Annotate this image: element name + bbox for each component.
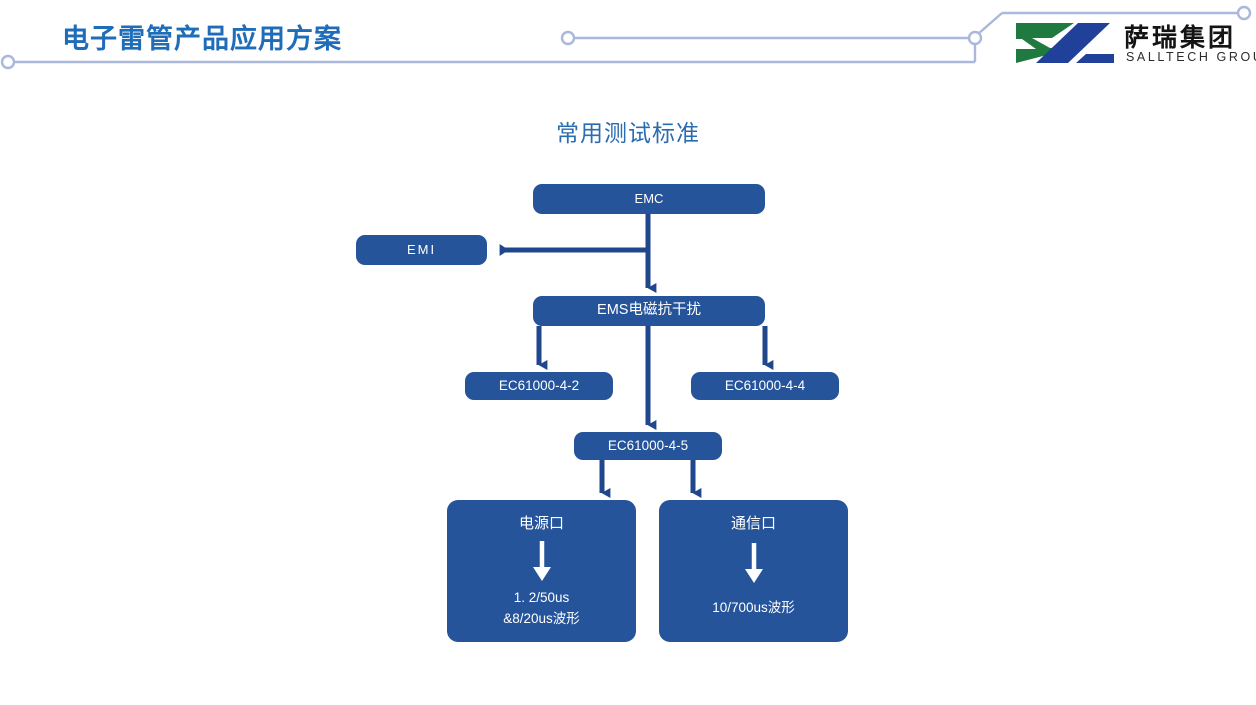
- header-decoration-lines: [0, 5, 1252, 70]
- down-arrow-icon: [659, 542, 848, 584]
- flow-card-comm-port-line1: 10/700us波形: [712, 600, 795, 616]
- company-logo: 萨瑞集团 SALLTECH GROUP: [1012, 17, 1256, 69]
- flow-card-comm-port[interactable]: 通信口 10/700us波形: [659, 500, 848, 642]
- flow-node-ec61000-4-2[interactable]: EC61000-4-2: [465, 372, 613, 400]
- flow-node-ec61000-4-4[interactable]: EC61000-4-4: [691, 372, 839, 400]
- logo-name-cn: 萨瑞集团: [1124, 23, 1237, 52]
- flow-card-comm-port-title: 通信口: [730, 515, 776, 532]
- logo-name-en: SALLTECH GROUP: [1126, 50, 1256, 64]
- section-title: 常用测试标准: [556, 120, 700, 146]
- flow-node-emi[interactable]: EMI: [356, 235, 487, 265]
- flow-node-ec61000-4-4-label: EC61000-4-4: [724, 377, 806, 393]
- flow-node-ec61000-4-5-label: EC61000-4-5: [607, 437, 689, 453]
- flow-node-ec61000-4-2-label: EC61000-4-2: [498, 377, 580, 393]
- flow-node-emc[interactable]: EMC: [533, 184, 765, 214]
- flow-node-emi-label: EMI: [406, 242, 437, 258]
- salltech-logo-icon: [1016, 23, 1114, 63]
- flow-card-power-port-title: 电源口: [518, 515, 564, 532]
- flow-card-power-port[interactable]: 电源口 1. 2/50us &8/20us波形: [447, 500, 636, 642]
- flow-node-ec61000-4-5[interactable]: EC61000-4-5: [574, 432, 722, 460]
- flow-card-power-port-line2: &8/20us波形: [503, 611, 580, 627]
- flow-node-ems-label: EMS电磁抗干扰: [597, 302, 701, 319]
- page-title: 电子雷管产品应用方案: [62, 24, 342, 54]
- down-arrow-icon: [447, 540, 636, 582]
- slide-header: 电子雷管产品应用方案 萨瑞集团 SALLTECH GROUP: [0, 0, 1256, 92]
- flow-node-ems[interactable]: EMS电磁抗干扰: [533, 296, 765, 326]
- flow-node-emc-label: EMC: [634, 191, 664, 207]
- flow-card-power-port-line1: 1. 2/50us: [513, 590, 570, 606]
